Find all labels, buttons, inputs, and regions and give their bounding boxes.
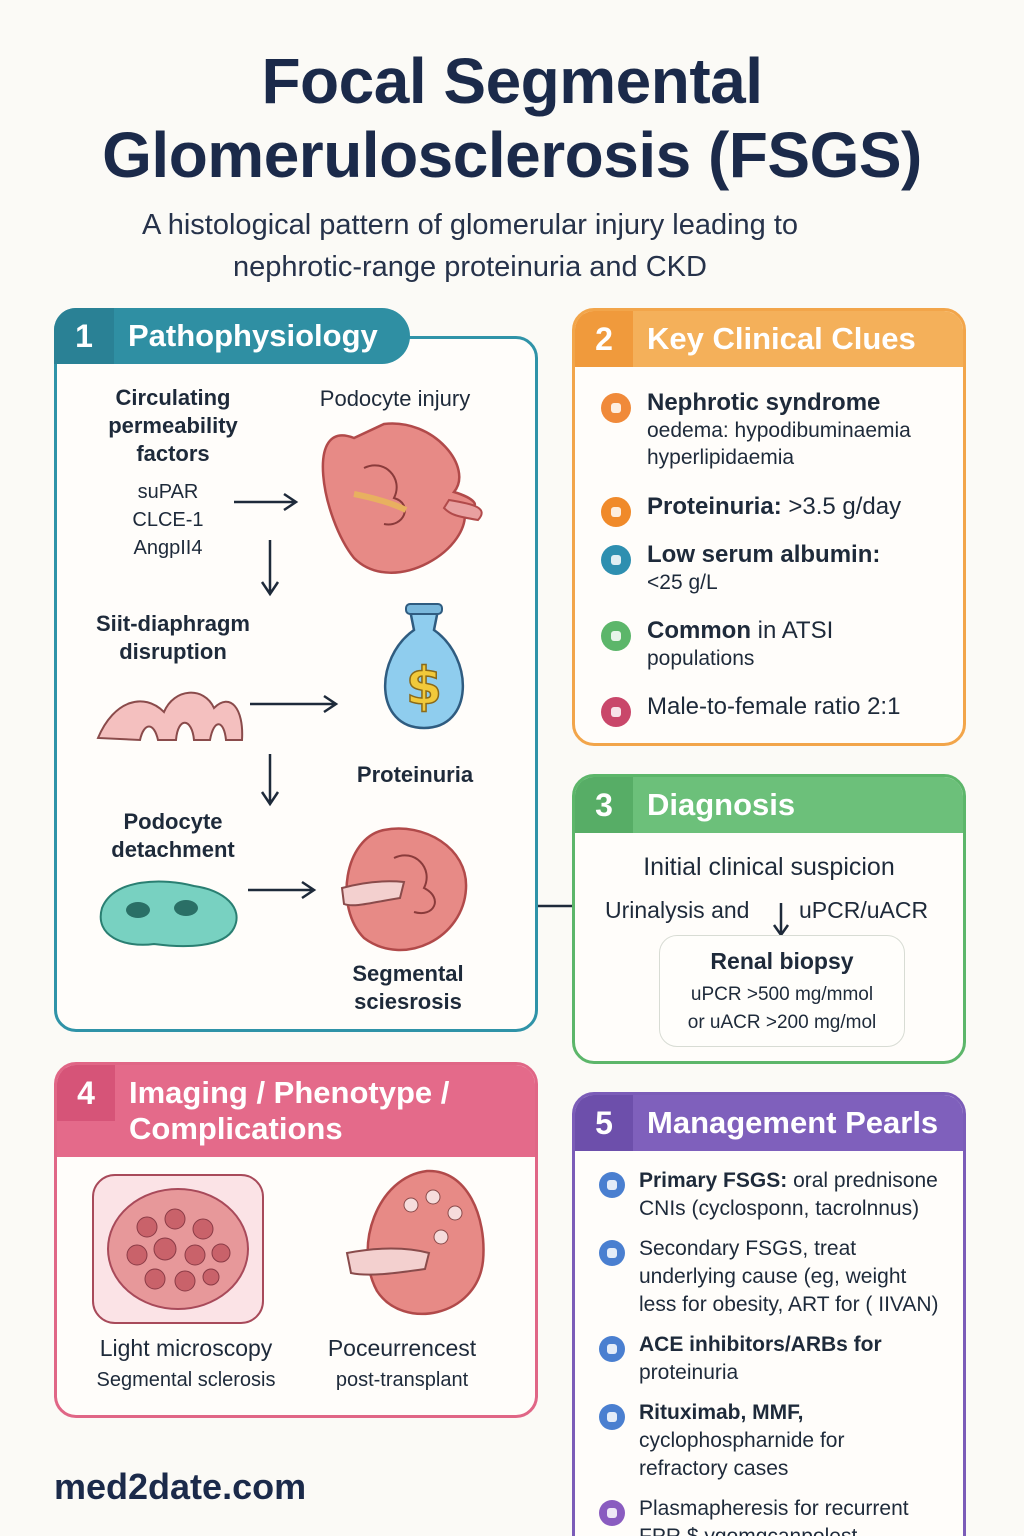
suspicion-label: Initial clinical suspicion	[643, 853, 895, 881]
slit-diaphragm-label: Siit-diaphragm disruption	[95, 611, 250, 664]
panel-title: Key Clinical Clues	[647, 321, 916, 356]
panel-header: 3 Diagnosis	[575, 777, 963, 833]
arrow-right	[250, 694, 339, 714]
panel-number: 4	[57, 1065, 115, 1121]
panel-number: 3	[575, 777, 633, 833]
footer-brand: med2date.com	[54, 1466, 307, 1507]
panel-title: Management Pearls	[647, 1105, 939, 1140]
podocyte-detachment-icon	[99, 880, 238, 948]
panel-number: 1	[54, 308, 114, 364]
recurrence-sub: post-transplant	[335, 1369, 469, 1391]
panel-header: 4 Imaging / Phenotype / Complications	[57, 1065, 535, 1157]
list-item: Male-to-female ratio 2:1	[601, 693, 947, 727]
urinalysis-label: Urinalysis and	[605, 897, 750, 923]
panel-title: Pathophysiology	[128, 318, 378, 353]
detachment-label: Podocyte detachment	[111, 809, 235, 862]
panel-management-pearls: 5 Management Pearls Primary FSGS: oral p…	[572, 1092, 966, 1536]
panel-header: 5 Management Pearls	[575, 1095, 963, 1151]
biopsy-criterion: or uACR >200 mg/mol	[687, 1012, 877, 1033]
bullet-icon	[601, 621, 631, 651]
factors-label: Circulating permeability factors	[108, 385, 238, 466]
arrow-right	[248, 880, 317, 900]
bullet-icon	[601, 545, 631, 575]
panel-title: Complications	[129, 1111, 343, 1146]
bullet-icon	[599, 1336, 625, 1362]
bullet-icon	[601, 697, 631, 727]
panel-diagnosis: 3 Diagnosis Initial clinical suspicion U…	[572, 774, 966, 1064]
bullet-icon	[601, 393, 631, 423]
panel-pathophysiology: 1 Pathophysiology Circulating permeabili…	[54, 308, 538, 1032]
arrow-right	[234, 492, 299, 512]
svg-text:$: $	[406, 657, 442, 717]
biopsy-criterion: uPCR >500 mg/mmol	[690, 984, 874, 1005]
microscopy-icon	[92, 1174, 264, 1324]
panel-header: 2 Key Clinical Clues	[575, 311, 963, 367]
upcr-label: uPCR/uACR	[799, 897, 929, 923]
pathway-arrows: $	[96, 422, 483, 952]
bullet-icon	[599, 1404, 625, 1430]
kidney-icon	[321, 422, 483, 574]
recurrence-kidney-icon	[345, 1169, 485, 1315]
page-subtitle: A histological pattern of glomerular inj…	[141, 209, 799, 283]
bullet-icon	[601, 497, 631, 527]
proteinuria-label: Proteinuria	[356, 762, 474, 787]
slit-diaphragm-icon	[96, 691, 244, 742]
bullet-icon	[599, 1172, 625, 1198]
panel-number: 2	[575, 311, 633, 367]
arrow-down	[260, 754, 280, 807]
panel-title: Imaging / Phenotype /	[129, 1075, 450, 1110]
panel-imaging: 4 Imaging / Phenotype / Complications Li…	[54, 1062, 538, 1418]
recurrence-label: Poceurrencest	[327, 1335, 477, 1361]
bullet-icon	[599, 1500, 625, 1526]
light-microscopy-label: Light microscopy	[99, 1335, 273, 1361]
arrow-down	[260, 540, 280, 597]
list-item: Low serum albumin:<25 g/L	[601, 541, 947, 596]
biopsy-label: Renal biopsy	[710, 948, 854, 974]
panel-number: 5	[575, 1095, 633, 1151]
sclerosis-kidney-icon	[340, 827, 468, 952]
list-item: Plasmapheresis for recurrentFPR $ ygomgc…	[599, 1495, 953, 1536]
panel-pathophysiology-header: 1 Pathophysiology	[54, 308, 410, 364]
light-microscopy-sub: Segmental sclerosis	[96, 1369, 276, 1391]
imaging-illustrations	[92, 1169, 485, 1324]
panel-title: Diagnosis	[647, 787, 796, 822]
list-item: Proteinuria: >3.5 g/day	[601, 493, 947, 527]
proteinuria-bag-icon: $	[383, 603, 465, 730]
bullet-icon	[599, 1240, 625, 1266]
page-title: Focal Segmental Glomerulosclerosis (FSGS…	[102, 45, 922, 191]
biopsy-box: Renal biopsy uPCR >500 mg/mmol or uACR >…	[659, 935, 905, 1047]
podocyte-injury-label: Podocyte injury	[319, 386, 471, 411]
factors-list: suPAR CLCE-1 AngpII4	[132, 481, 204, 559]
sclerosis-label: Segmental sciesrosis	[352, 961, 464, 1014]
